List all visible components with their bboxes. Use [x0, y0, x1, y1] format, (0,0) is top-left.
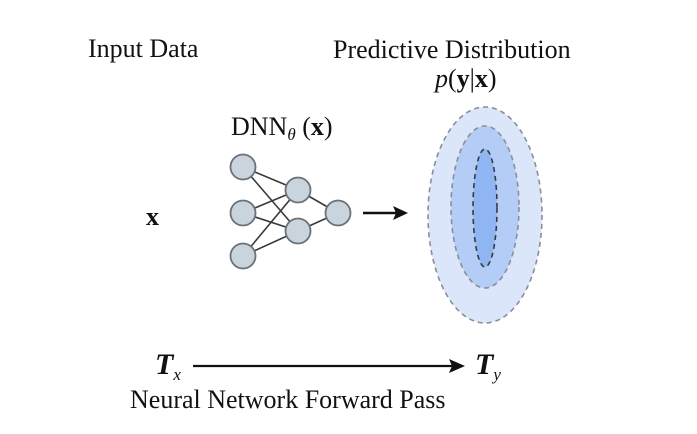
t-x-label: Tx: [155, 348, 181, 384]
input-variable-x: x: [146, 202, 159, 231]
t-y-letter: T: [475, 348, 494, 381]
nn-input-node: [229, 199, 257, 227]
formula-close-paren: ): [487, 64, 497, 93]
nn-output-node: [324, 199, 352, 227]
input-data-title: Input Data: [88, 34, 199, 63]
nn-input-node: [229, 153, 257, 181]
neural-network-icon: [229, 153, 352, 270]
formula-open-paren: (: [448, 64, 457, 93]
dnn-close-paren: ): [323, 112, 333, 141]
dnn-x: x: [310, 112, 324, 141]
forward-pass-caption: Neural Network Forward Pass: [130, 385, 446, 414]
predictive-distribution-title: Predictive Distribution: [333, 35, 571, 64]
network-to-distribution-arrow-icon: [363, 206, 408, 220]
t-x-subscript: x: [173, 365, 181, 384]
nn-hidden-node: [284, 217, 312, 245]
formula-bar: |: [469, 64, 475, 93]
nn-edge: [242, 189, 299, 257]
nn-input-node: [229, 242, 257, 270]
nn-hidden-node: [284, 176, 312, 204]
formula-y: y: [456, 64, 470, 93]
formula-x: x: [474, 64, 488, 93]
predictive-distribution-formula: p(y|x): [435, 66, 497, 92]
t-y-subscript: y: [493, 365, 501, 384]
formula-p: p: [435, 64, 448, 93]
predictive-distribution-ellipses: [427, 106, 543, 324]
dnn-theta-subscript: θ: [287, 125, 296, 144]
forward-pass-arrow-icon: [193, 359, 465, 373]
dnn-open-paren: (: [302, 112, 311, 141]
dnn-name: DNN: [231, 112, 288, 141]
t-y-label: Ty: [475, 348, 501, 384]
t-x-letter: T: [155, 348, 174, 381]
ellipse-inner: [472, 148, 498, 268]
nn-edge: [242, 166, 299, 232]
dnn-label: DNNθ (x): [231, 112, 333, 144]
